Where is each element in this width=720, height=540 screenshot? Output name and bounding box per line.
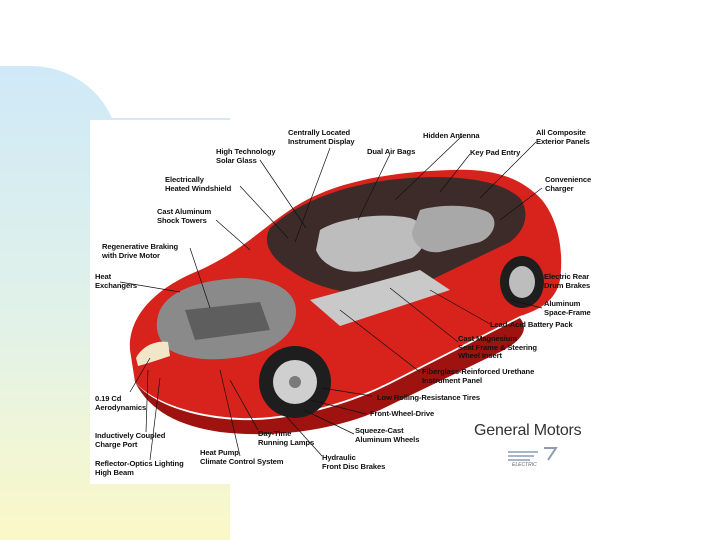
callout-heat-exchangers: Heat Exchangers <box>95 273 137 290</box>
callout-high-beam: Reflector-Optics Lighting High Beam <box>95 460 184 477</box>
callout-charge-port: Inductively Coupled Charge Port <box>95 432 165 449</box>
callout-air-bags: Dual Air Bags <box>367 148 415 157</box>
callout-hidden-antenna: Hidden Antenna <box>423 132 480 141</box>
callout-solar-glass: High Technology Solar Glass <box>216 148 276 165</box>
callout-disc-brakes: Hydraulic Front Disc Brakes <box>322 454 385 471</box>
callout-climate: Heat Pump Climate Control System <box>200 449 283 466</box>
callout-instrument-panel: Fiberglass-Reinforced Urethane Instrumen… <box>422 368 534 385</box>
callout-fwd: Front-Wheel-Drive <box>370 410 434 419</box>
callout-heated-windshield: Electrically Heated Windshield <box>165 176 231 193</box>
callout-tires: Low Rolling-Resistance Tires <box>377 394 480 403</box>
callout-shock-towers: Cast Aluminum Shock Towers <box>157 208 211 225</box>
callout-aero: 0.19 Cd Aerodynamics <box>95 395 146 412</box>
callout-regen-braking: Regenerative Braking with Drive Motor <box>102 243 178 260</box>
brand-name: General Motors <box>474 422 581 440</box>
callout-battery-pack: Lead-Acid Battery Pack <box>490 321 573 330</box>
callout-space-frame: Aluminum Space-Frame <box>544 300 591 317</box>
callout-instrument-display: Centrally Located Instrument Display <box>288 129 355 146</box>
callout-convenience-charger: Convenience Charger <box>545 176 591 193</box>
ev1-logo-icon: ELECTRIC <box>504 444 564 468</box>
callout-composite-panels: All Composite Exterior Panels <box>536 129 590 146</box>
callout-seat-frame: Cast Magnesium Seat Frame & Steering Whe… <box>458 335 537 361</box>
callout-alu-wheels: Squeeze-Cast Aluminum Wheels <box>355 427 419 444</box>
callout-key-pad: Key Pad Entry <box>470 149 520 158</box>
rear-wheel-rim <box>509 266 535 298</box>
callout-drum-brakes: Electric Rear Drum Brakes <box>544 273 590 290</box>
callout-running-lamps: Day-Time Running Lamps <box>258 430 314 447</box>
logo-text: ELECTRIC <box>512 462 537 468</box>
